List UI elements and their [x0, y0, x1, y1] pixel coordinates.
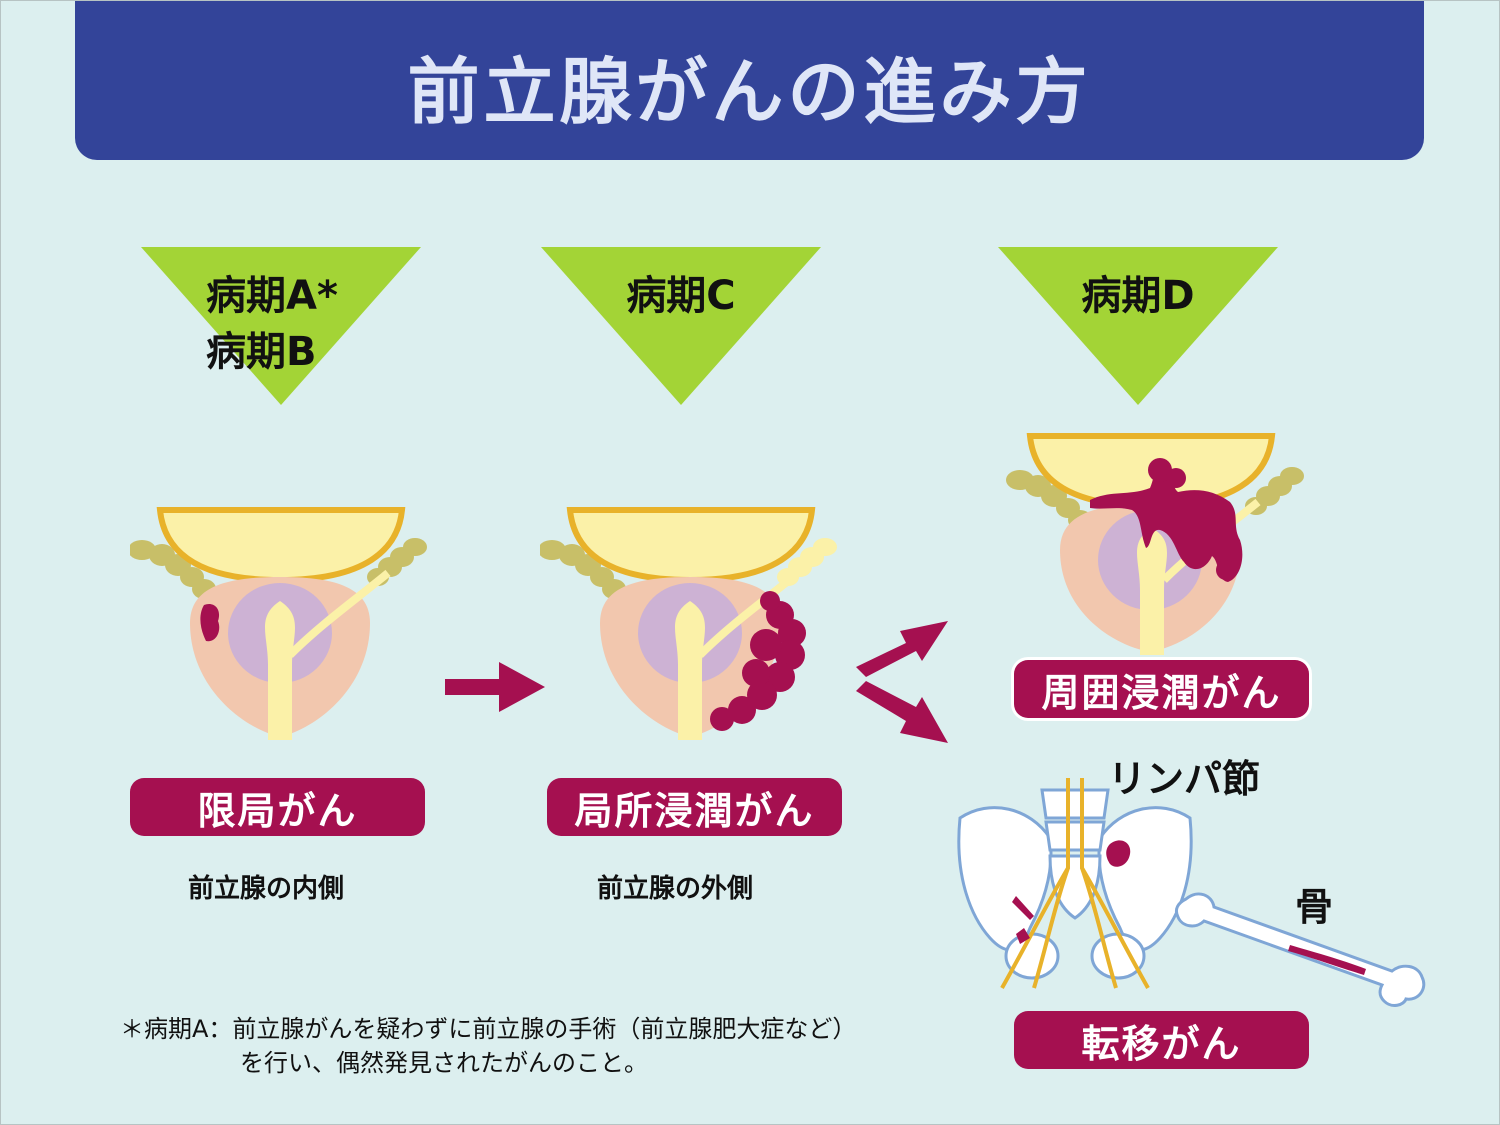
bone-label: 骨	[1295, 885, 1334, 929]
prostate-surrounding-invasion-illustration	[1006, 433, 1304, 655]
local-invasion-pill: 局所浸潤がん	[547, 778, 842, 836]
footnote-line-1: ＊病期A：前立腺がんを疑わずに前立腺の手術（前立腺肥大症など）	[120, 1015, 857, 1043]
pelvis-lymph-illustration	[957, 778, 1193, 989]
stage-c-label: 病期C	[626, 273, 736, 319]
prostate-localized-illustration	[130, 507, 427, 740]
stage-d-triangle	[998, 247, 1278, 405]
prostate-local-invasion-illustration	[540, 507, 837, 740]
stage-ab-label: 病期A* 病期B	[206, 268, 376, 380]
page-title: 前立腺がんの進み方	[407, 49, 1092, 134]
stage-d-label: 病期D	[1081, 273, 1195, 319]
lymph-node-label: リンパ節	[1108, 757, 1261, 801]
localized-cancer-pill: 限局がん	[130, 778, 425, 836]
progression-arrow	[445, 662, 545, 712]
title-banner: 前立腺がんの進み方	[75, 0, 1424, 160]
stage-a-label: 病期A*	[206, 273, 338, 319]
inside-prostate-caption: 前立腺の内側	[188, 874, 345, 904]
bone-illustration	[1174, 892, 1426, 1007]
surrounding-invasion-pill: 周囲浸潤がん	[1014, 660, 1309, 718]
branching-arrows	[856, 621, 948, 743]
footnote: ＊病期A：前立腺がんを疑わずに前立腺の手術（前立腺肥大症など） を行い、偶然発見…	[120, 1012, 856, 1080]
stage-ab-triangle	[141, 247, 421, 405]
stage-c-triangle	[541, 247, 821, 405]
metastasis-pill: 転移がん	[1014, 1011, 1309, 1069]
footnote-line-2: を行い、偶然発見されたがんのこと。	[240, 1049, 648, 1077]
outside-prostate-caption: 前立腺の外側	[597, 874, 754, 904]
stage-b-label: 病期B	[206, 329, 317, 375]
